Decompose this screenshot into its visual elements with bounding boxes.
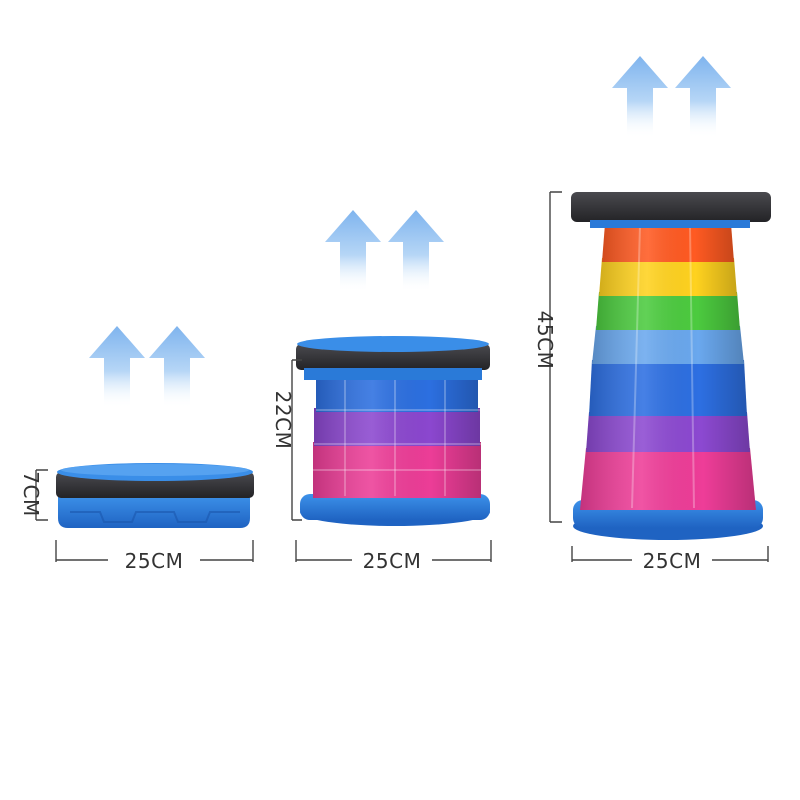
stool-small <box>56 463 254 528</box>
medium-width-label: 25CM <box>363 549 422 573</box>
medium-stool-arrows <box>325 210 444 292</box>
up-arrow-icon <box>89 326 145 408</box>
up-arrow-icon <box>149 326 205 408</box>
large-height-label: 45CM <box>533 311 557 370</box>
up-arrow-icon <box>612 56 668 138</box>
small-height-label: 7CM <box>19 471 43 516</box>
stool-large-seat <box>571 192 771 222</box>
small-width-label: 25CM <box>125 549 184 573</box>
stool-large <box>571 192 771 540</box>
large-width-label: 25CM <box>643 549 702 573</box>
up-arrow-icon <box>675 56 731 138</box>
dimension-lines <box>35 191 769 562</box>
medium-height-label: 22CM <box>271 391 295 450</box>
up-arrow-icon <box>388 210 444 292</box>
large-stool-arrows <box>612 56 731 138</box>
up-arrow-icon <box>325 210 381 292</box>
stool-medium <box>296 336 490 526</box>
small-stool-arrows <box>89 326 205 408</box>
